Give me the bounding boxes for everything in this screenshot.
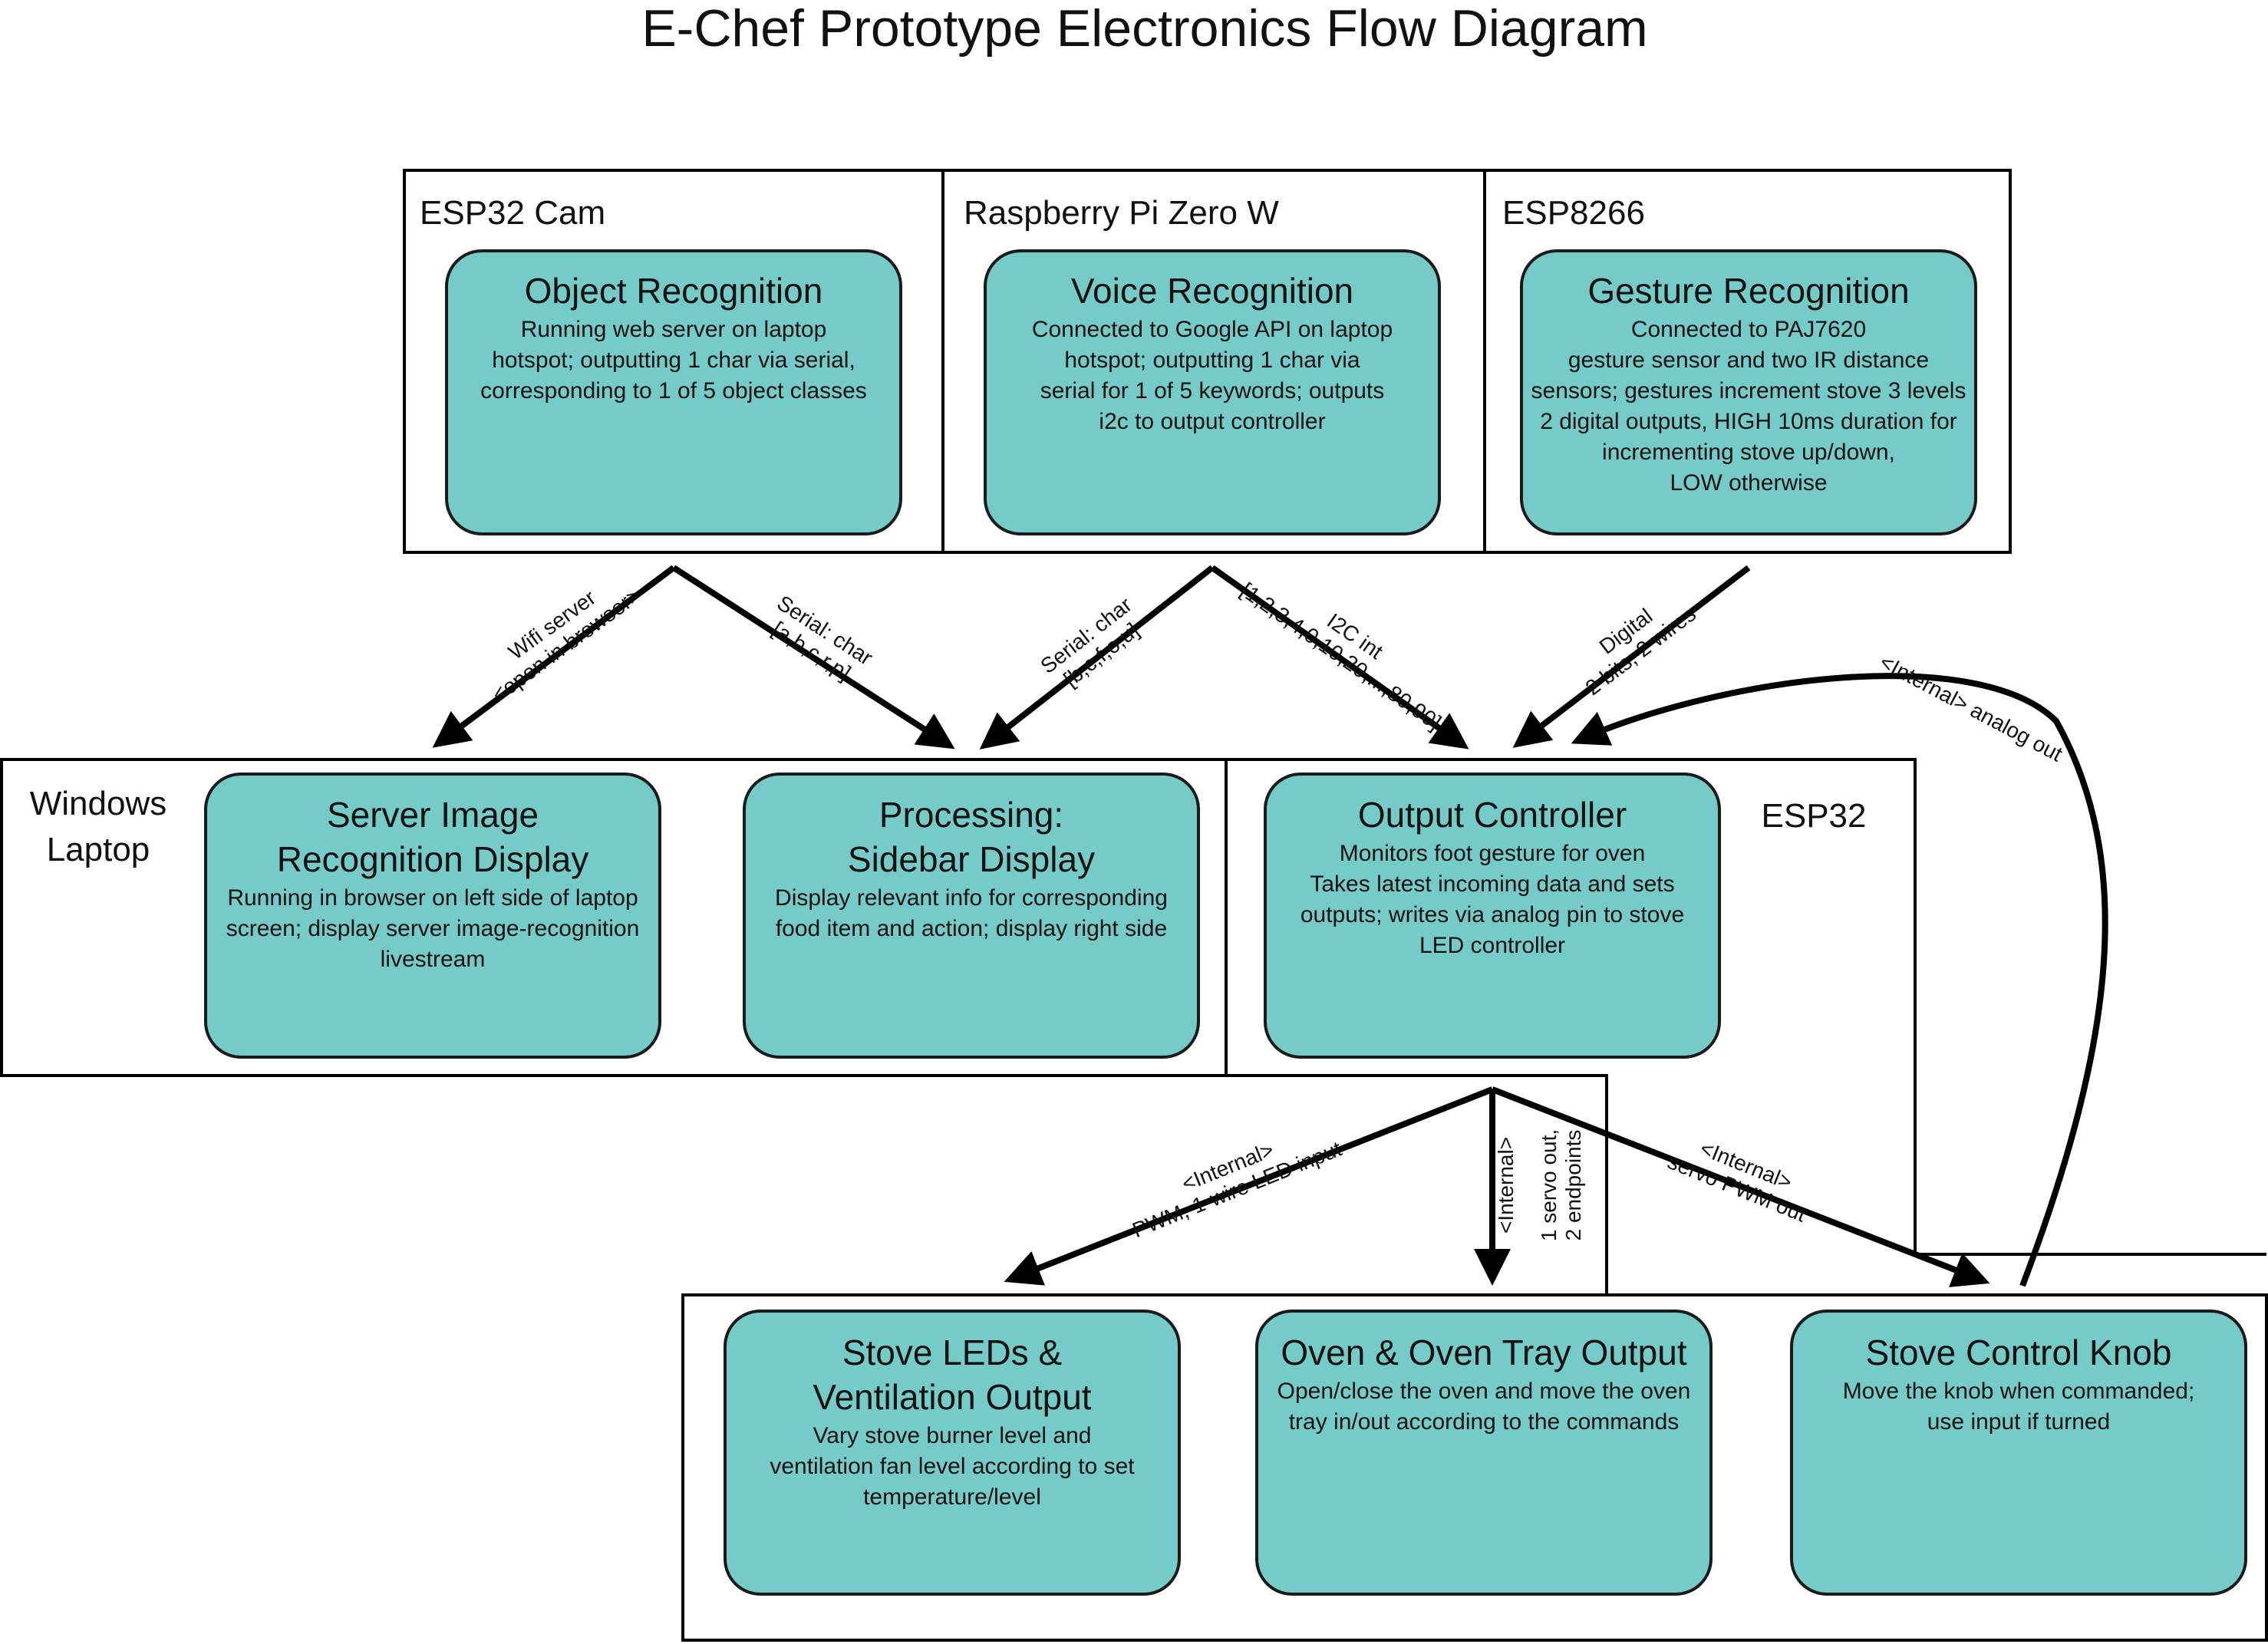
group-outputs-frame bbox=[681, 1293, 2268, 1642]
edge-pwm-led bbox=[1004, 1086, 1494, 1286]
node-title: Voice Recognition bbox=[1071, 271, 1353, 311]
node-description: livestream bbox=[381, 947, 486, 972]
node-description: food item and action; display right side bbox=[776, 916, 1167, 941]
edge-label-serial-object: Serial: char [a,b,c,r,p] bbox=[768, 591, 877, 685]
edge-i2c bbox=[1210, 565, 1469, 750]
node-description: Vary stove burner level and bbox=[813, 1423, 1092, 1448]
node-description: gesture sensor and two IR distance bbox=[1568, 348, 1929, 373]
svg-text:2 endpoints: 2 endpoints bbox=[1561, 1130, 1585, 1241]
edge-label-i2c: I2C int [1,2,3,4,0,10,20,...,80,90] bbox=[1236, 578, 1446, 734]
node-description: Open/close the oven and move the oven bbox=[1277, 1379, 1691, 1404]
edge-analog-out bbox=[1571, 673, 2108, 1287]
node-description: Takes latest incoming data and sets bbox=[1310, 871, 1674, 897]
edge-label-servo-oven: <Internal> 1 servo out, 2 endpoints bbox=[1494, 1129, 1585, 1241]
node-description: temperature/level bbox=[863, 1484, 1041, 1510]
node-title: Ventilation Output bbox=[813, 1377, 1091, 1417]
node-title: Output Controller bbox=[1358, 795, 1627, 835]
node-description: Display relevant info for corresponding bbox=[775, 885, 1168, 911]
node-description: corresponding to 1 of 5 object classes bbox=[480, 378, 867, 404]
group-esp8266 bbox=[1483, 169, 2012, 554]
group-label-esp8266: ESP8266 bbox=[1502, 194, 1645, 232]
node-description: LED controller bbox=[1419, 933, 1565, 958]
edge-serial-object bbox=[671, 565, 955, 750]
node-description: 2 digital outputs, HIGH 10ms duration fo… bbox=[1540, 409, 1957, 434]
node-title: Processing: bbox=[879, 795, 1063, 835]
group-windows-laptop bbox=[0, 758, 1228, 1077]
diagram-title: E-Chef Prototype Electronics Flow Diagra… bbox=[641, 0, 1647, 58]
group-label-raspberry-pi: Raspberry Pi Zero W bbox=[964, 194, 1279, 232]
node-description: screen; display server image-recognition bbox=[226, 916, 640, 941]
node-description: Running web server on laptop bbox=[521, 317, 827, 342]
node-description: Connected to Google API on laptop bbox=[1032, 317, 1393, 342]
group-label-esp32-cam: ESP32 Cam bbox=[420, 194, 605, 232]
node-description: ventilation fan level according to set bbox=[770, 1454, 1135, 1479]
node-title: Oven & Oven Tray Output bbox=[1281, 1333, 1686, 1372]
node-description: outputs; writes via analog pin to stove bbox=[1300, 902, 1684, 927]
node-title: Server Image bbox=[327, 795, 539, 835]
svg-text:[1,2,3,4,0,10,20,...,80,90]: [1,2,3,4,0,10,20,...,80,90] bbox=[1236, 578, 1446, 734]
node-description: Monitors foot gesture for oven bbox=[1340, 841, 1646, 866]
node-description: Running in browser on left side of lapto… bbox=[227, 885, 638, 911]
node-description: use input if turned bbox=[1927, 1409, 2111, 1435]
group-label-windows: Windows bbox=[30, 785, 167, 822]
node-description: sensors; gestures increment stove 3 leve… bbox=[1531, 378, 1966, 404]
node-title: Stove Control Knob bbox=[1866, 1333, 2172, 1372]
node-description: LOW otherwise bbox=[1670, 470, 1827, 496]
edge-label-digital: Digital 2 bits, 2 wires bbox=[1581, 602, 1700, 700]
group-label-laptop: Laptop bbox=[47, 831, 150, 868]
edge-label-pwm-led: <Internal> PWM, 1-wire LED input bbox=[1129, 1137, 1345, 1243]
node-description: Move the knob when commanded; bbox=[1843, 1379, 2195, 1404]
node-title: Gesture Recognition bbox=[1587, 271, 1909, 311]
svg-text:<Internal>: <Internal> bbox=[1494, 1137, 1518, 1234]
node-description: hotspot; outputting 1 char via serial, bbox=[492, 348, 855, 373]
node-title: Recognition Display bbox=[277, 839, 589, 879]
node-title: Stove LEDs & bbox=[842, 1333, 1062, 1372]
edge-serial-voice bbox=[979, 565, 1215, 750]
edge-label-servo-pwm: <Internal> servo PWM out bbox=[1664, 1136, 1809, 1227]
node-title: Sidebar Display bbox=[848, 839, 1095, 879]
node-description: i2c to output controller bbox=[1099, 409, 1325, 434]
group-label-esp32: ESP32 bbox=[1762, 797, 1867, 835]
edge-servo-pwm bbox=[1491, 1086, 1990, 1287]
node-description: Connected to PAJ7620 bbox=[1631, 317, 1866, 342]
node-description: hotspot; outputting 1 char via bbox=[1064, 348, 1360, 373]
svg-text:1 servo out,: 1 servo out, bbox=[1537, 1129, 1561, 1241]
edge-digital bbox=[1512, 565, 1751, 748]
node-title: Object Recognition bbox=[525, 271, 823, 311]
edge-wifi-server bbox=[432, 565, 676, 748]
node-description: serial for 1 of 5 keywords; outputs bbox=[1040, 378, 1385, 404]
node-description: tray in/out according to the commands bbox=[1289, 1409, 1680, 1435]
node-description: incrementing stove up/down, bbox=[1602, 440, 1895, 465]
edge-label-serial-voice: Serial: char [b,c,f,o,u] bbox=[1036, 592, 1143, 691]
edge-label-wifi: Wifi server <open in browser> bbox=[487, 583, 645, 707]
